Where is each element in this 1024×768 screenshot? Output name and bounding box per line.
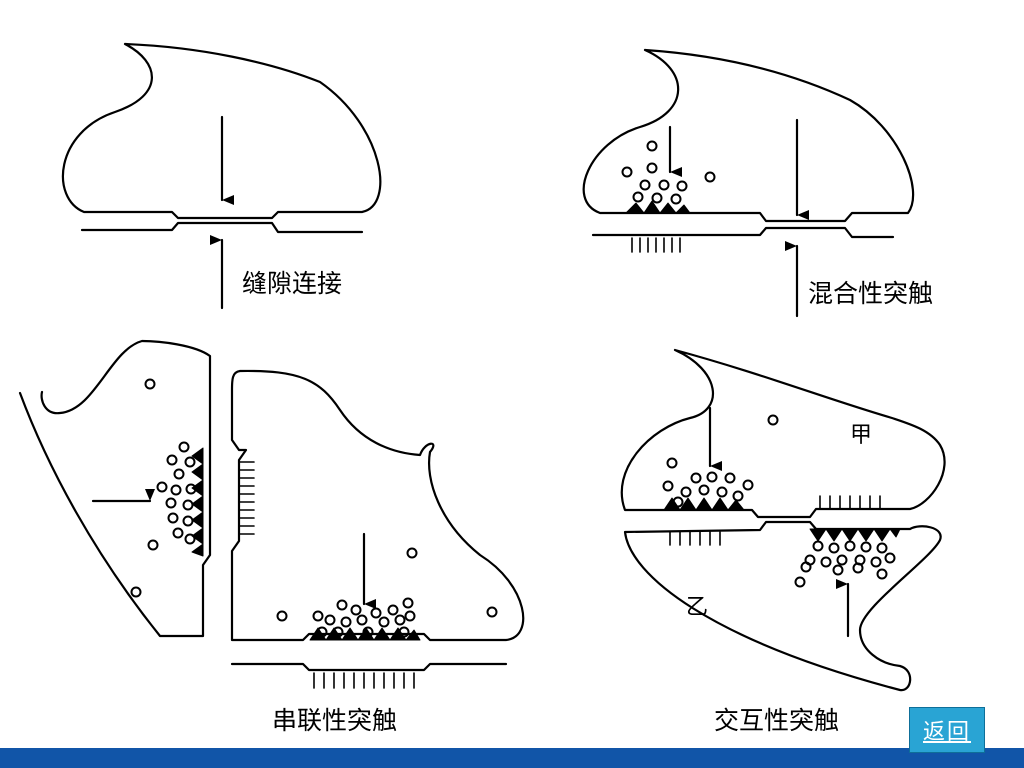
mixed-presynaptic-outline (582, 48, 915, 223)
reciprocal-receptor-ticks-a (819, 495, 881, 510)
reciprocal-synapse-panel (620, 348, 946, 692)
mixed-synapse-label: 混合性突触 (808, 279, 934, 308)
reciprocal-neuron-b-outline (623, 520, 942, 692)
reciprocal-active-zone-b (809, 528, 901, 542)
gap-junction-label: 缝隙连接 (242, 269, 343, 298)
bottom-bar (0, 748, 1024, 768)
reciprocal-active-zone-a (663, 497, 745, 511)
serial-postsynaptic-line (230, 662, 508, 672)
neuron-a-mark: 甲 (850, 423, 873, 448)
serial-receptor-ticks-vertical (238, 461, 255, 535)
reciprocal-vesicles-a (662, 414, 779, 508)
mixed-receptor-ticks (631, 237, 681, 253)
serial-synapse-panel (18, 339, 525, 689)
serial-active-zone-a (191, 447, 204, 557)
reciprocal-neuron-a-outline (620, 348, 946, 519)
mixed-vesicles (621, 140, 716, 205)
serial-synapse-label: 串联性突触 (272, 706, 398, 735)
mixed-postsynaptic-line (591, 226, 895, 239)
mixed-synapse-panel (582, 48, 915, 318)
serial-vesicles-b (276, 547, 498, 638)
reciprocal-receptor-ticks-b (669, 531, 721, 546)
serial-vesicles-a (130, 378, 197, 598)
serial-middle-neuron-outline (230, 369, 525, 642)
serial-presynaptic-a-outline (18, 339, 212, 638)
mixed-active-zone (625, 200, 691, 214)
serial-receptor-ticks-horizontal (313, 672, 415, 689)
reciprocal-vesicles-b (794, 540, 896, 588)
reciprocal-synapse-label: 交互性突触 (714, 706, 840, 735)
back-button[interactable]: 返回 (909, 707, 985, 753)
neuron-b-mark: 乙 (686, 595, 709, 620)
gap-junction-postsynaptic-line (80, 221, 364, 234)
gap-junction-panel (61, 42, 382, 310)
back-button-label: 返回 (922, 720, 971, 745)
gap-junction-presynaptic-outline (61, 42, 382, 220)
